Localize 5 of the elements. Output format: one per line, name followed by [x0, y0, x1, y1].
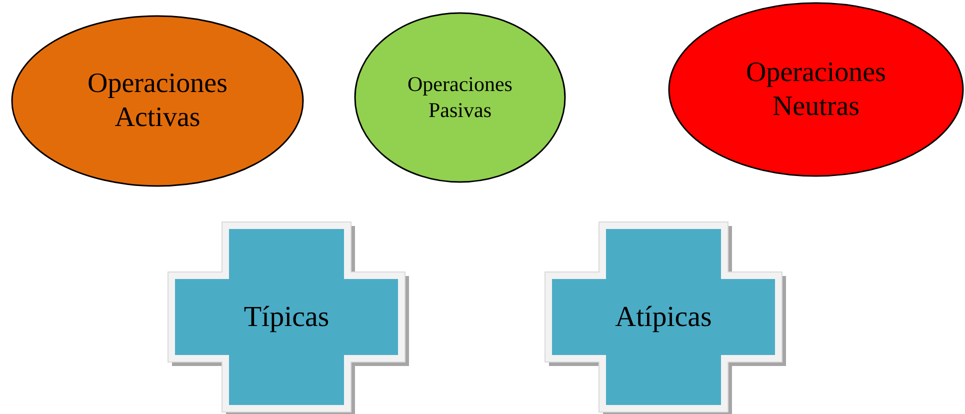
node-label: Operaciones Pasivas — [406, 72, 514, 123]
node-label: Operaciones Activas — [86, 67, 228, 135]
node-label: Típicas — [244, 300, 330, 334]
node-label: Operaciones Neutras — [745, 56, 887, 124]
node-label: Atípicas — [615, 300, 712, 334]
